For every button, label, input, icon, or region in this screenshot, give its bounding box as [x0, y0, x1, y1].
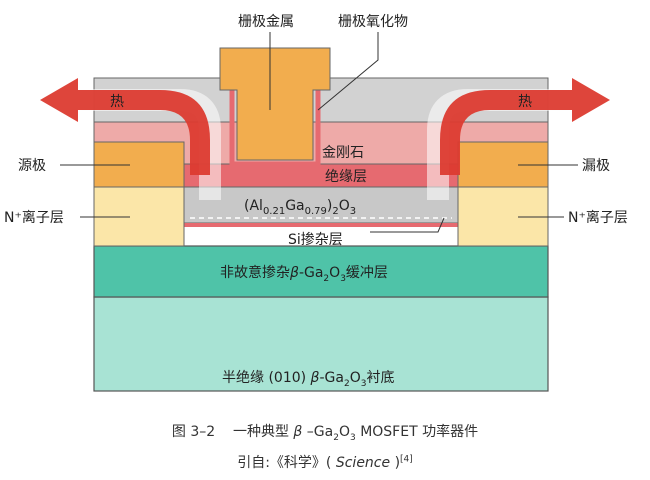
heat-arrow-left	[40, 78, 210, 175]
citation-post: )	[394, 455, 401, 471]
insulator-layer	[183, 163, 459, 188]
caption-sub3: 3	[350, 432, 356, 443]
citation-pre: 引自:《科学》(	[237, 455, 332, 471]
buffer-layer	[93, 245, 549, 298]
substrate-label: 半绝缘 (010) β-Ga2O3衬底	[222, 370, 394, 389]
n-plus-right-label: N⁺离子层	[568, 209, 628, 226]
caption-sub2: 2	[333, 432, 339, 443]
citation-ref: [4]	[400, 454, 413, 465]
figure-number: 图 3–2	[171, 424, 216, 440]
insulator-label: 绝缘层	[325, 169, 367, 185]
gate-oxide-leader	[317, 32, 379, 111]
caption-beta: β	[293, 424, 303, 440]
heat-label-right: 热	[518, 94, 532, 110]
substrate-layer	[93, 296, 549, 392]
heat-label-left: 热	[110, 94, 124, 110]
source-label: 源极	[18, 158, 46, 174]
gate-metal-label: 栅极金属	[238, 14, 294, 30]
caption-text-post: MOSFET 功率器件	[355, 424, 479, 440]
algao-label: (Al0.21Ga0.79)2O3	[244, 198, 356, 217]
caption-text-pre: 一种典型	[232, 424, 294, 440]
si-doped-line	[184, 223, 458, 227]
n-plus-left-label: N⁺离子层	[4, 209, 64, 226]
gate-oxide	[229, 78, 321, 167]
mosfet-diagram: 热 热 栅极金属 栅极氧化物 源极 N⁺离子层 漏极 N⁺离子层 金刚石 绝缘层…	[4, 14, 628, 392]
caption-o: O	[338, 424, 351, 440]
drain-label: 漏极	[582, 158, 610, 174]
caption-ga: –Ga	[302, 424, 334, 440]
figure-caption: 图 3–2 一种典型 β –Ga2O3 MOSFET 功率器件	[0, 421, 650, 443]
si-doped-leader	[370, 217, 445, 233]
citation: 引自:《科学》( Science )[4]	[0, 452, 650, 472]
gate-oxide-label: 栅极氧化物	[338, 14, 408, 30]
buffer-label: 非故意掺杂β-Ga2O3缓冲层	[220, 264, 388, 284]
si-doped-label: Si掺杂层	[288, 231, 343, 248]
gate-metal	[219, 47, 331, 161]
citation-journal: Science	[335, 455, 391, 471]
diamond-label: 金刚石	[322, 145, 364, 161]
heat-arrow-right	[440, 78, 610, 175]
